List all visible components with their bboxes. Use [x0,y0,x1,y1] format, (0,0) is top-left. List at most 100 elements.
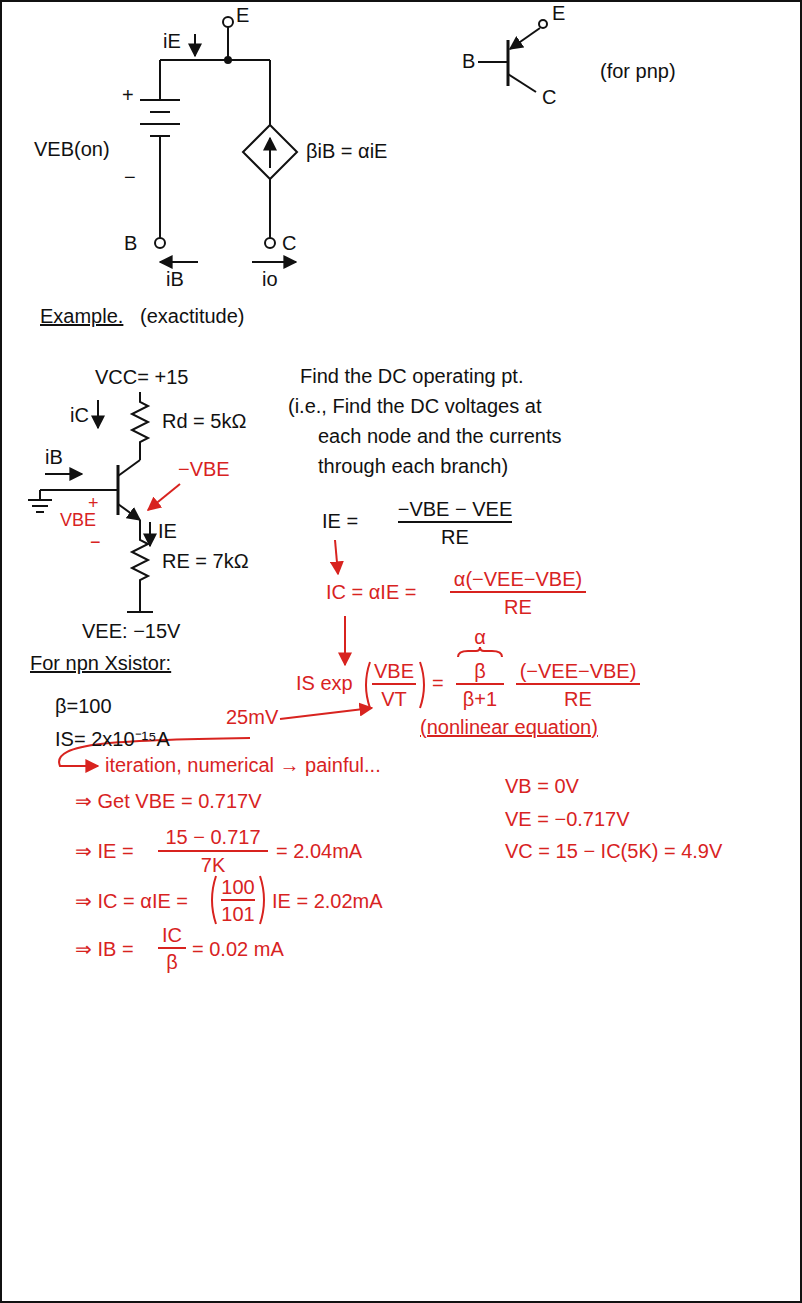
result-line: ⇒ IE = [75,840,134,863]
current-arrow [194,34,196,56]
fraction-bar [516,683,640,685]
current-label: iE [163,30,181,53]
collector-lead [508,74,536,92]
denominator: VT [381,688,407,711]
denominator: RE [441,526,469,549]
wire [39,490,41,500]
numerator: −VBE − VEE [398,498,513,521]
wire [159,136,161,238]
wire [227,27,229,60]
equation-term: IE = [322,510,358,533]
result-line: VB = 0V [505,775,579,798]
resistor-symbol [132,520,148,612]
denominator: β+1 [463,688,497,711]
red-annotations [59,484,640,948]
battery-plate [150,111,170,113]
current-arrow [97,400,99,428]
fraction-bar [450,591,586,593]
brace [458,647,502,657]
fraction-bar [158,850,268,852]
wire [159,60,161,100]
fraction-bar [221,899,255,901]
resistor-symbol [132,392,148,460]
numerator: 15 − 0.717 [165,826,260,849]
denominator: 7K [201,854,225,877]
annotation: (nonlinear equation) [420,716,598,739]
numerator: β [474,660,486,683]
numerator: α(−VEE−VBE) [454,568,582,591]
source-arrow [269,138,271,168]
wire [269,179,271,238]
wire [160,59,270,61]
source-label: βiB = αiE [306,140,387,163]
note-line: through each branch) [318,455,508,478]
step-arrow [344,616,346,665]
parameter: IS= 2x10⁻¹⁵A [55,728,170,751]
step-arrow [335,540,338,574]
denominator: RE [504,596,532,619]
pointer-arrow [280,708,372,719]
fraction-bar [158,947,186,949]
supply-label: VEE: −15V [82,620,180,643]
parenthesis [366,662,370,708]
collector-lead [118,460,140,476]
equation-term: IC = αIE = [326,581,417,604]
terminal-label: C [542,86,556,109]
result-line: = 2.04mA [276,840,362,863]
note-line: (i.e., Find the DC voltages at [288,395,541,418]
note-line: iteration, numerical → painful... [105,754,381,777]
fraction-bar [456,683,504,685]
parameter: β=100 [55,695,112,718]
note: (for pnp) [600,60,676,83]
numerator: VBE [374,660,414,683]
ground-symbol [28,499,52,501]
terminal [265,238,275,248]
terminal [223,17,233,27]
numerator: 100 [221,876,254,899]
annotation: 25mV [226,706,278,729]
fraction-bar [372,683,416,685]
denominator: RE [564,688,592,711]
parenthesis [420,662,424,708]
fraction-bar [398,521,512,523]
formula-lines [398,521,512,523]
polarity-sign: + [122,84,134,107]
emitter-lead [510,28,540,49]
resistor-label: RE = 7kΩ [162,550,249,573]
terminal [539,20,547,28]
current-label: iB [45,446,63,469]
polarity-sign: − [90,532,101,553]
note-line: each node and the currents [318,425,562,448]
pnp-symbol [478,20,547,92]
denominator: β [166,951,178,974]
result-line: VC = 15 − IC(5K) = 4.9V [505,840,722,863]
result-line: ⇒ IB = [75,938,134,961]
terminal [155,238,165,248]
note-line: Find the DC operating pt. [300,365,523,388]
pointer-arrow [148,484,180,510]
voltage-label: VBE [60,510,96,531]
npn-circuit [28,392,153,612]
terminal-label: E [552,2,565,25]
result-line: = 0.02 mA [192,938,284,961]
emitter-lead [118,504,140,520]
ground-symbol [36,511,44,513]
battery-plate [140,123,180,125]
current-arrow [149,522,151,546]
result-line: IE = 2.02mA [272,890,383,913]
annotation: α [474,626,486,649]
current-label: io [262,268,278,291]
base-wire [40,489,118,491]
voltage-label: VEB(on) [34,138,110,161]
pnp-model-circuit [140,17,297,262]
result-line: VE = −0.717V [505,808,630,831]
wire [269,60,271,125]
current-label: iB [166,268,184,291]
denominator: 101 [221,903,254,926]
terminal-label: B [124,232,137,255]
parenthesis [212,876,216,924]
note: (exactitude) [140,305,245,328]
